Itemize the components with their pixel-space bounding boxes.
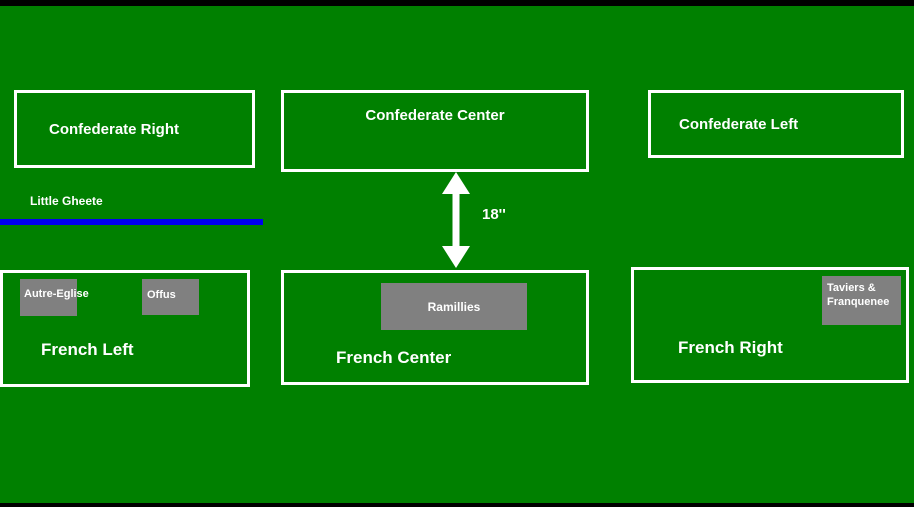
formation-box-confederate-center: Confederate Center [281, 90, 589, 172]
formation-label-french-center: French Center [336, 348, 452, 367]
village-label-autre-eglise: Autre-Eglise [24, 288, 89, 300]
village-box-ramillies: Ramillies [381, 283, 527, 330]
formation-label-confederate-left: Confederate Left [679, 115, 799, 133]
bottom-frame-bar [0, 503, 914, 507]
formation-box-french-right: French Right [631, 267, 909, 383]
river-label: Little Gheete [30, 194, 103, 208]
formation-box-french-center: French Center [281, 270, 589, 385]
formation-box-confederate-left: Confederate Left [648, 90, 904, 158]
formation-label-french-left: French Left [41, 340, 134, 359]
double-headed-arrow-icon [442, 172, 470, 268]
formation-label-confederate-center: Confederate Center [365, 107, 505, 124]
village-label-ramillies: Ramillies [427, 299, 481, 314]
village-label-offus: Offus [147, 289, 176, 301]
formation-box-french-left: French Left [0, 270, 250, 387]
village-label-taviers-franquenee: Taviers & Franquenee [827, 282, 890, 309]
formation-label-french-right: French Right [678, 338, 783, 357]
top-frame-bar [0, 0, 914, 6]
river-line [0, 219, 263, 225]
village-box-autre-eglise: Autre-Eglise [20, 279, 89, 316]
formation-label-confederate-right: Confederate Right [49, 120, 180, 138]
village-box-offus: Offus [142, 279, 199, 315]
village-box-taviers-franquenee: Taviers & Franquenee [822, 276, 901, 325]
distance-label: 18'' [482, 206, 506, 223]
formation-box-confederate-right: Confederate Right [14, 90, 255, 168]
